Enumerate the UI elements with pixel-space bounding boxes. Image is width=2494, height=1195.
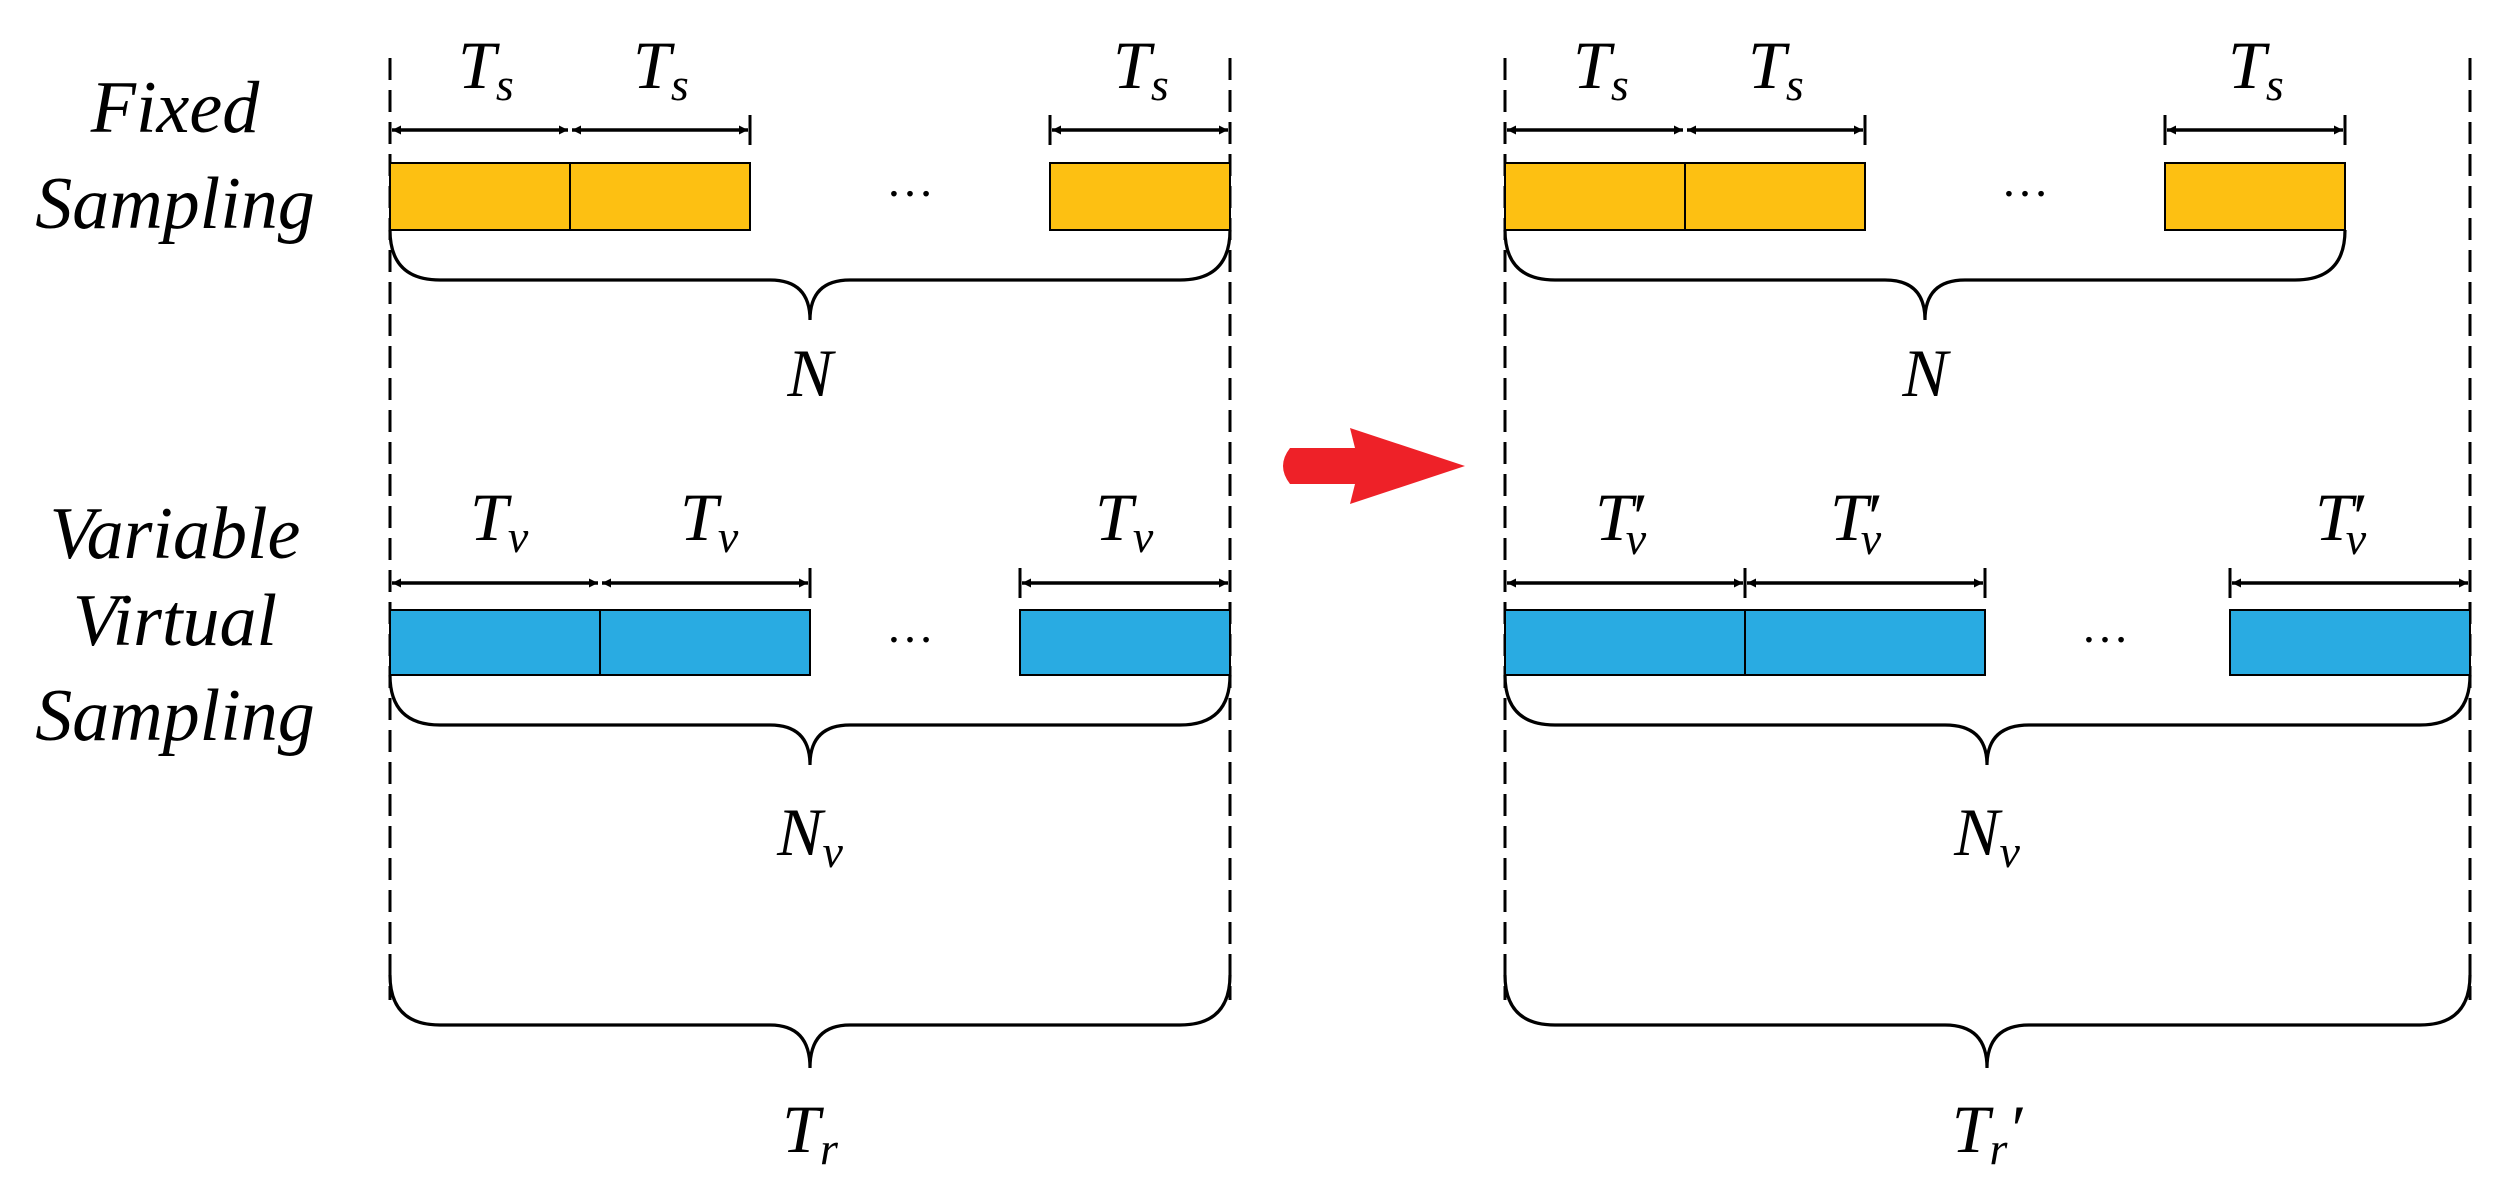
virtual-count-brace <box>388 674 1232 766</box>
fixed-sample-box <box>569 162 751 231</box>
fixed-ellipsis: … <box>886 154 934 207</box>
virtual-sample-box <box>1504 609 1746 676</box>
fixed-count-brace <box>1503 229 2347 321</box>
virtual-sample-box <box>599 609 811 676</box>
virtual-count-brace <box>1503 674 2472 766</box>
fixed-sample-box <box>389 162 571 231</box>
fixed-label-line2: Sampling <box>35 163 315 245</box>
virtual-interval-label: T′v <box>1595 479 1647 564</box>
virtual-count-label: Nv <box>776 794 843 877</box>
virtual-interval-label: Tv <box>470 479 529 562</box>
fixed-sample-box <box>1504 162 1686 231</box>
panel-left: … Ts Ts Ts N … Tv Tv Tv Nv Tr <box>388 27 1232 1174</box>
virtual-label-line1: Variable <box>50 493 301 575</box>
total-time-label: Tr′ <box>1952 1091 2024 1174</box>
virtual-count-label: Nv <box>1953 794 2020 877</box>
virtual-label-line3: Sampling <box>35 675 315 757</box>
virtual-sample-box <box>1019 609 1231 676</box>
virtual-interval-label: T′v <box>1830 479 1882 564</box>
total-time-brace <box>388 974 1232 1069</box>
fixed-sample-box <box>1684 162 1866 231</box>
virtual-interval-label: Tv <box>1095 479 1154 562</box>
fixed-count-brace <box>388 229 1232 321</box>
virtual-interval-label: Tv <box>680 479 739 562</box>
virtual-ellipsis: … <box>886 600 934 653</box>
right-arrow-icon <box>1283 428 1465 504</box>
fixed-count-label: N <box>786 335 836 411</box>
total-time-brace <box>1503 974 2472 1069</box>
fixed-interval-label: Ts <box>458 27 514 110</box>
total-time-label: Tr <box>782 1091 839 1174</box>
virtual-sample-box <box>1744 609 1986 676</box>
virtual-ellipsis: … <box>2081 600 2129 653</box>
fixed-interval-label: Ts <box>1573 27 1629 110</box>
fixed-interval-label: Ts <box>1113 27 1169 110</box>
virtual-interval-label: T′v <box>2315 479 2367 564</box>
panel-right: … Ts Ts Ts N … T′v T′v T′v Nv Tr′ <box>1503 27 2472 1174</box>
fixed-count-label: N <box>1901 335 1951 411</box>
fixed-interval-label: Ts <box>2228 27 2284 110</box>
fixed-label-line1: Fixed <box>90 67 260 149</box>
virtual-sample-box <box>2229 609 2471 676</box>
virtual-label-line2: Virtual <box>73 580 277 662</box>
fixed-interval-label: Ts <box>633 27 689 110</box>
fixed-sample-box <box>2164 162 2346 231</box>
row-labels: Fixed Sampling Variable Virtual Sampling <box>35 67 315 757</box>
fixed-sample-box <box>1049 162 1231 231</box>
virtual-sample-box <box>389 609 601 676</box>
fixed-interval-label: Ts <box>1748 27 1804 110</box>
fixed-ellipsis: … <box>2001 154 2049 207</box>
